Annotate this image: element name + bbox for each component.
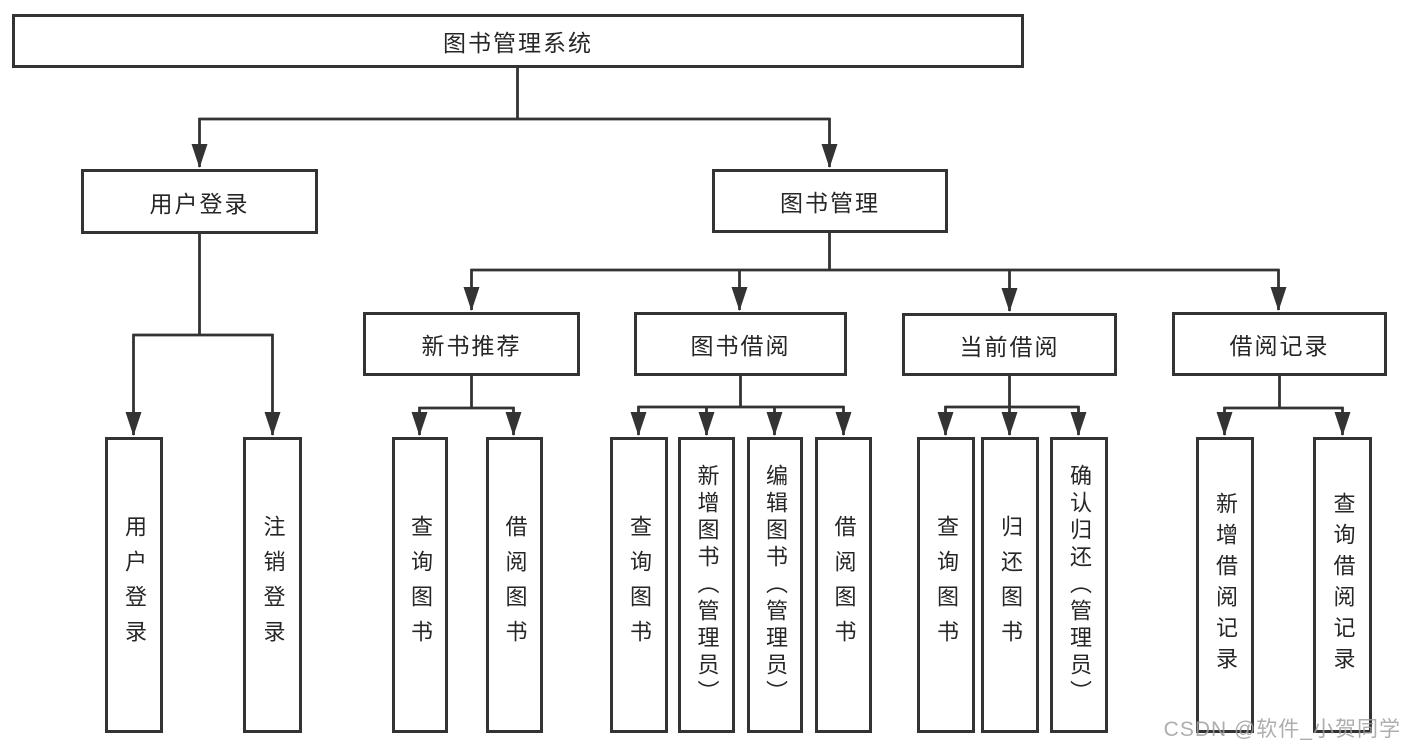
leaf-query-borrow-record-label: 查询借阅记录 [1330, 492, 1356, 678]
node-new-book-recommend: 新书推荐 [363, 312, 580, 376]
leaf-return-book-label: 归还图书 [998, 515, 1023, 655]
node-book-management: 图书管理 [712, 169, 948, 233]
leaf-edit-book-admin-label: 编辑图书（管理员） [763, 463, 788, 707]
leaf-query-books-recommend: 查询图书 [392, 437, 448, 733]
leaf-add-borrow-record-label: 新增借阅记录 [1213, 492, 1238, 678]
leaf-confirm-return-admin: 确认归还（管理员） [1050, 437, 1108, 733]
leaf-query-books-current: 查询图书 [917, 437, 975, 733]
node-borrow-records-label: 借阅记录 [1229, 333, 1330, 359]
leaf-query-books-borrow-label: 查询图书 [627, 515, 652, 655]
node-current-borrow: 当前借阅 [902, 313, 1117, 376]
leaf-user-login: 用户登录 [105, 437, 163, 733]
leaf-add-borrow-record: 新增借阅记录 [1196, 437, 1254, 733]
leaf-query-borrow-record: 查询借阅记录 [1313, 437, 1372, 733]
leaf-borrow-books-recommend-label: 借阅图书 [502, 515, 528, 655]
leaf-borrow-books-label: 借阅图书 [831, 515, 857, 655]
node-book-borrow: 图书借阅 [634, 312, 847, 376]
node-library-management-system: 图书管理系统 [12, 14, 1024, 68]
leaf-user-login-label: 用户登录 [122, 515, 147, 655]
leaf-return-book: 归还图书 [981, 437, 1039, 733]
node-borrow-records: 借阅记录 [1172, 312, 1387, 376]
node-new-book-recommend-label: 新书推荐 [421, 333, 522, 359]
node-user-login-label: 用户登录 [149, 190, 250, 217]
leaf-logout-label: 注销登录 [260, 515, 286, 655]
leaf-logout: 注销登录 [243, 437, 302, 733]
leaf-add-book-admin: 新增图书（管理员） [678, 437, 735, 733]
csdn-watermark: CSDN @软件_小贺同学 [1163, 718, 1401, 741]
node-user-login: 用户登录 [81, 169, 318, 234]
leaf-confirm-return-admin-label: 确认归还（管理员） [1067, 463, 1092, 707]
leaf-add-book-admin-label: 新增图书（管理员） [694, 463, 720, 707]
leaf-query-books-current-label: 查询图书 [934, 515, 959, 655]
node-library-management-system-label: 图书管理系统 [443, 30, 593, 56]
node-current-borrow-label: 当前借阅 [959, 333, 1060, 360]
leaf-borrow-books-recommend: 借阅图书 [486, 437, 543, 733]
node-book-management-label: 图书管理 [780, 190, 880, 216]
leaf-query-books-borrow: 查询图书 [610, 437, 668, 733]
leaf-edit-book-admin: 编辑图书（管理员） [747, 437, 803, 733]
node-book-borrow-label: 图书借阅 [690, 333, 791, 359]
leaf-query-books-recommend-label: 查询图书 [408, 515, 433, 655]
leaf-borrow-books: 借阅图书 [815, 437, 872, 733]
